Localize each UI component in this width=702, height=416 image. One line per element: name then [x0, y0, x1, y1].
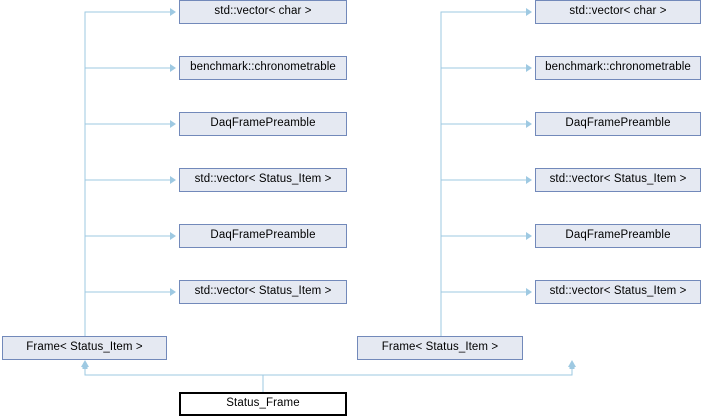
- class-node-label: Frame< Status_Item >: [381, 341, 499, 354]
- usage-arrowhead-11: [526, 288, 532, 296]
- class-node-n8[interactable]: benchmark::chronometrable: [535, 56, 701, 80]
- class-node-n2[interactable]: benchmark::chronometrable: [179, 56, 347, 80]
- inheritance-arrowhead-12: [81, 360, 89, 367]
- class-node-n10[interactable]: std::vector< Status_Item >: [535, 168, 701, 192]
- usage-arrowhead-0: [170, 8, 176, 16]
- edge-group: [84, 11, 573, 392]
- arrowhead-group: [81, 8, 576, 369]
- usage-edge-10: [440, 235, 527, 336]
- class-node-n15[interactable]: Status_Frame: [179, 392, 347, 416]
- usage-edge-8: [440, 123, 527, 336]
- usage-arrowhead-9: [526, 176, 532, 184]
- class-node-label: std::vector< char >: [214, 5, 312, 18]
- usage-arrowhead-3: [170, 176, 176, 184]
- class-node-n5[interactable]: DaqFramePreamble: [179, 224, 347, 248]
- class-node-n1[interactable]: std::vector< char >: [179, 0, 347, 24]
- class-node-n6[interactable]: std::vector< Status_Item >: [179, 280, 347, 304]
- class-node-label: Frame< Status_Item >: [26, 341, 143, 354]
- class-node-n4[interactable]: std::vector< Status_Item >: [179, 168, 347, 192]
- class-node-label: std::vector< Status_Item >: [194, 285, 332, 298]
- class-node-label: std::vector< Status_Item >: [194, 173, 332, 186]
- class-node-n7[interactable]: std::vector< char >: [535, 0, 701, 24]
- usage-arrowhead-7: [526, 64, 532, 72]
- class-node-label: std::vector< char >: [569, 5, 667, 18]
- usage-arrowhead-4: [170, 232, 176, 240]
- usage-arrowhead-5: [170, 288, 176, 296]
- class-node-n3[interactable]: DaqFramePreamble: [179, 112, 347, 136]
- usage-edge-9: [440, 179, 527, 336]
- usage-arrowhead-1: [170, 64, 176, 72]
- usage-edge-4: [84, 235, 171, 336]
- usage-edge-0: [84, 11, 171, 336]
- usage-arrowhead-6: [526, 8, 532, 16]
- usage-edge-5: [84, 291, 171, 336]
- class-node-label: DaqFramePreamble: [210, 117, 316, 130]
- usage-edge-6: [440, 11, 527, 336]
- class-node-n14[interactable]: Frame< Status_Item >: [357, 336, 523, 360]
- class-node-n13[interactable]: Frame< Status_Item >: [2, 336, 167, 360]
- class-node-label: DaqFramePreamble: [210, 229, 316, 242]
- usage-edge-3: [84, 179, 171, 336]
- class-node-label: benchmark::chronometrable: [190, 61, 336, 74]
- class-node-n11[interactable]: DaqFramePreamble: [535, 224, 701, 248]
- class-node-n12[interactable]: std::vector< Status_Item >: [535, 280, 701, 304]
- usage-edge-11: [440, 291, 527, 336]
- inheritance-stem-13: [569, 366, 575, 369]
- inheritance-stem-12: [82, 366, 88, 369]
- usage-edge-7: [440, 67, 527, 336]
- class-node-n9[interactable]: DaqFramePreamble: [535, 112, 701, 136]
- class-node-label: DaqFramePreamble: [565, 229, 671, 242]
- class-node-label: DaqFramePreamble: [565, 117, 671, 130]
- usage-arrowhead-2: [170, 120, 176, 128]
- usage-arrowhead-8: [526, 120, 532, 128]
- usage-edge-1: [84, 67, 171, 336]
- inheritance-edge-12: [84, 367, 264, 392]
- inheritance-arrowhead-13: [568, 360, 576, 367]
- usage-arrowhead-10: [526, 232, 532, 240]
- class-node-label: std::vector< Status_Item >: [549, 173, 687, 186]
- class-node-label: Status_Frame: [226, 397, 300, 410]
- class-node-label: benchmark::chronometrable: [545, 61, 691, 74]
- inheritance-edge-13: [262, 367, 573, 392]
- class-node-label: std::vector< Status_Item >: [549, 285, 687, 298]
- usage-edge-2: [84, 123, 171, 336]
